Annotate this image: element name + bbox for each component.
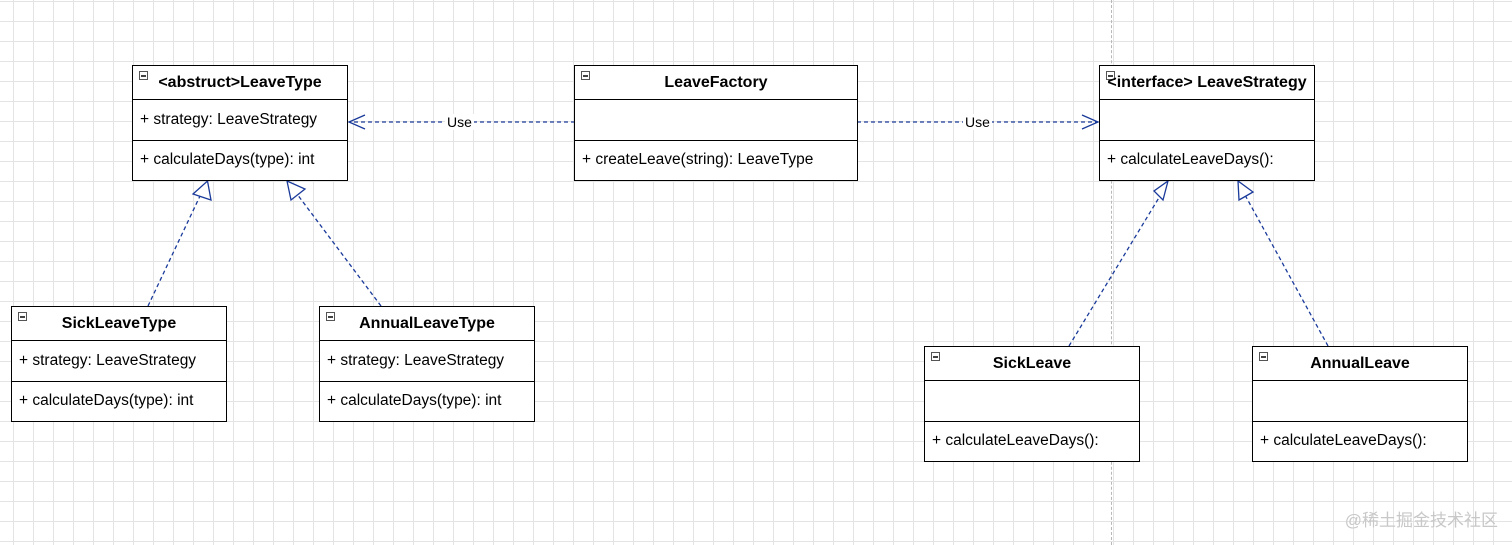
hollow-triangle-annual-leave [1237, 179, 1255, 202]
class-header: AnnualLeaveType [320, 307, 534, 341]
class-leave-type[interactable]: <abstruct>LeaveType + strategy: LeaveStr… [132, 65, 348, 181]
collapse-icon[interactable] [931, 352, 940, 361]
collapse-icon[interactable] [139, 71, 148, 80]
class-name: SickLeaveType [61, 314, 177, 332]
realization-line-sick-leave-type[interactable] [147, 195, 201, 307]
method-section: + calculateLeaveDays(): [1260, 432, 1427, 450]
method-section: + calculateDays(type): int [327, 392, 502, 410]
hollow-triangle-sick-leave-type [191, 179, 212, 201]
method-section: + createLeave(string): LeaveType [582, 151, 814, 169]
attribute-section: + strategy: LeaveStrategy [12, 341, 226, 382]
realization-line-annual-leave-type[interactable] [296, 193, 382, 307]
open-arrowhead-right [1081, 114, 1100, 130]
method-section: + calculateDays(type): int [140, 151, 315, 169]
class-header: LeaveFactory [575, 66, 857, 100]
class-annual-leave-type[interactable]: AnnualLeaveType + strategy: LeaveStrateg… [319, 306, 535, 422]
class-name: <interface> LeaveStrategy [1107, 73, 1307, 91]
use-label-right: Use [963, 114, 992, 130]
collapse-icon[interactable] [18, 312, 27, 321]
class-name: AnnualLeave [1310, 354, 1410, 372]
class-header: SickLeave [925, 347, 1139, 381]
collapse-icon[interactable] [1106, 71, 1115, 80]
attribute-section [575, 100, 857, 141]
class-leave-factory[interactable]: LeaveFactory + createLeave(string): Leav… [574, 65, 858, 181]
attribute-section [925, 381, 1139, 422]
class-leave-strategy[interactable]: <interface> LeaveStrategy + calculateLea… [1099, 65, 1315, 181]
collapse-icon[interactable] [581, 71, 590, 80]
realization-line-annual-leave[interactable] [1244, 194, 1329, 347]
attribute-section [1253, 381, 1467, 422]
class-header: AnnualLeave [1253, 347, 1467, 381]
use-label-left: Use [445, 114, 474, 130]
attribute-section: + strategy: LeaveStrategy [133, 100, 347, 141]
class-header: <abstruct>LeaveType [133, 66, 347, 100]
realization-line-sick-leave[interactable] [1068, 195, 1161, 347]
attribute-section [1100, 100, 1314, 141]
method-section: + calculateDays(type): int [19, 392, 194, 410]
method-section: + calculateLeaveDays(): [1107, 151, 1274, 169]
hollow-triangle-sick-leave [1152, 179, 1170, 202]
class-header: SickLeaveType [12, 307, 226, 341]
open-arrowhead-left [347, 114, 366, 130]
class-name: AnnualLeaveType [359, 314, 495, 332]
class-sick-leave-type[interactable]: SickLeaveType + strategy: LeaveStrategy … [11, 306, 227, 422]
method-section: + calculateLeaveDays(): [932, 432, 1099, 450]
class-header: <interface> LeaveStrategy [1100, 66, 1314, 100]
class-sick-leave[interactable]: SickLeave + calculateLeaveDays(): [924, 346, 1140, 462]
class-name: LeaveFactory [664, 73, 768, 91]
class-name: SickLeave [992, 354, 1072, 372]
collapse-icon[interactable] [1259, 352, 1268, 361]
attribute-section: + strategy: LeaveStrategy [320, 341, 534, 382]
class-name: <abstruct>LeaveType [158, 73, 322, 91]
watermark: @稀土掘金技术社区 [1344, 511, 1498, 530]
class-annual-leave[interactable]: AnnualLeave + calculateLeaveDays(): [1252, 346, 1468, 462]
collapse-icon[interactable] [326, 312, 335, 321]
hollow-triangle-annual-leave-type [286, 179, 307, 202]
page-break-line [1111, 0, 1112, 545]
